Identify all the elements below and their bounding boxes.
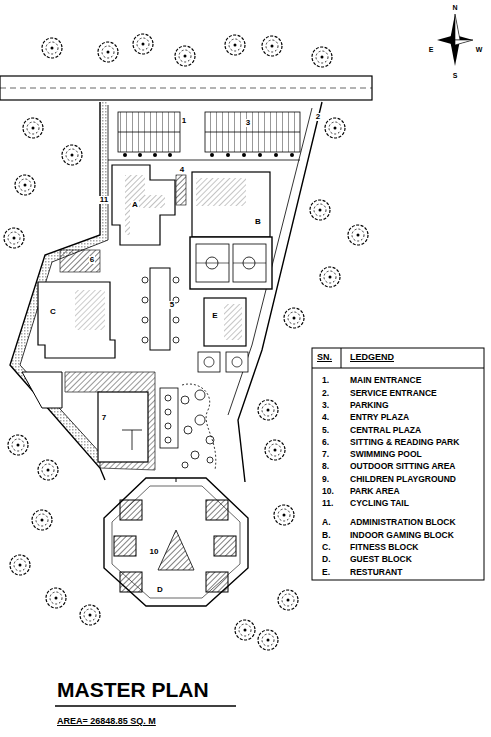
table-cell: 11. bbox=[322, 499, 333, 508]
table-cell: 5. bbox=[322, 426, 329, 435]
callout-number: 4 bbox=[179, 166, 185, 175]
table-cell: CHILDREN PLAYGROUND bbox=[350, 475, 456, 484]
table-cell: INDOOR GAMING BLOCK bbox=[350, 531, 454, 540]
area-caption: AREA= 26848.85 SQ. M bbox=[57, 717, 156, 727]
callout-number: 1 bbox=[181, 117, 187, 126]
table-cell: OUTDOOR SITTING AREA bbox=[350, 462, 455, 471]
callout-number: D bbox=[156, 586, 164, 595]
callout-number: 7 bbox=[101, 414, 107, 423]
table-cell: 3. bbox=[322, 401, 329, 410]
callout-number: 10 bbox=[149, 548, 160, 557]
table-cell: RESTURANT bbox=[350, 568, 402, 577]
callout-number: 6 bbox=[89, 256, 95, 265]
table-cell: B. bbox=[322, 531, 331, 540]
callout-number: 11 bbox=[99, 196, 109, 205]
table-header: LEDGEND bbox=[350, 353, 394, 363]
table-cell: C. bbox=[322, 543, 331, 552]
table-cell: 8. bbox=[322, 462, 329, 471]
callout-number: C bbox=[49, 308, 57, 317]
table-cell: ENTRY PLAZA bbox=[350, 413, 409, 422]
table-cell: 4. bbox=[322, 413, 329, 422]
table-cell: GUEST BLOCK bbox=[350, 555, 412, 564]
compass-letter: E bbox=[429, 46, 434, 54]
table-cell: CENTRAL PLAZA bbox=[350, 426, 421, 435]
table-cell: 9. bbox=[322, 475, 329, 484]
table-cell: 6. bbox=[322, 438, 329, 447]
table-cell: E. bbox=[322, 568, 330, 577]
table-cell: 1. bbox=[322, 376, 329, 385]
callout-number: A bbox=[131, 201, 139, 210]
table-cell: PARK AREA bbox=[350, 487, 400, 496]
callout-number: E bbox=[211, 312, 218, 321]
table-cell: MAIN ENTRANCE bbox=[350, 376, 421, 385]
table-cell: A. bbox=[322, 518, 331, 527]
compass-letter: W bbox=[476, 46, 483, 54]
table-cell: D. bbox=[322, 555, 331, 564]
compass-letter: N bbox=[452, 4, 457, 12]
plan-title: MASTER PLAN bbox=[57, 678, 209, 701]
table-cell: CYCLING TAIL bbox=[350, 499, 409, 508]
table-cell: SWIMMING POOL bbox=[350, 450, 422, 459]
callout-number: 5 bbox=[169, 301, 175, 310]
table-cell: SITTING & READING PARK bbox=[350, 438, 459, 447]
table-cell: 10. bbox=[322, 487, 334, 496]
table-header: SN. bbox=[317, 353, 332, 363]
table-cell: PARKING bbox=[350, 401, 389, 410]
compass-letter: S bbox=[453, 72, 458, 80]
table-cell: ADMINISTRATION BLOCK bbox=[350, 518, 456, 527]
table-cell: 7. bbox=[322, 450, 329, 459]
table-cell: SERVICE ENTRANCE bbox=[350, 389, 437, 398]
callout-number: 3 bbox=[245, 119, 251, 128]
callout-number: 2 bbox=[315, 113, 321, 122]
table-cell: FITNESS BLOCK bbox=[350, 543, 418, 552]
callout-number: B bbox=[254, 218, 262, 227]
table-cell: 2. bbox=[322, 389, 329, 398]
